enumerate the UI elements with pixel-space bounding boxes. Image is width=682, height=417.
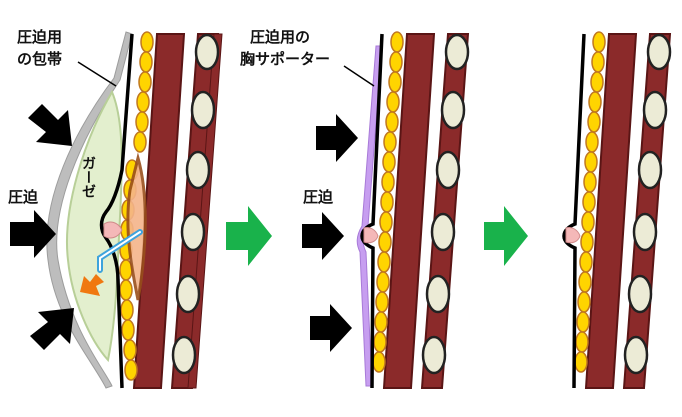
green-process-arrow-2 bbox=[484, 206, 528, 266]
skin-line bbox=[99, 33, 134, 389]
panel-bandage bbox=[10, 31, 223, 389]
muscle-band-3 bbox=[584, 33, 638, 389]
pressure-arrow-lower-2 bbox=[310, 304, 352, 352]
skin-line-3 bbox=[562, 33, 586, 389]
wound-dimple bbox=[103, 221, 123, 239]
skin-line-2 bbox=[360, 33, 384, 389]
pressure-arrow-upper bbox=[28, 104, 72, 146]
orange-flow-arrow bbox=[80, 274, 104, 296]
rib-bones-2 bbox=[421, 33, 470, 375]
pressure-label-left: 圧迫 bbox=[8, 188, 39, 206]
muscle-band-2 bbox=[382, 33, 436, 389]
green-process-arrow bbox=[226, 206, 272, 266]
wound-dimple-2 bbox=[363, 227, 379, 244]
bandage-label-line2: の包帯 bbox=[17, 50, 63, 68]
bandage-label-line1: 圧迫用 bbox=[17, 28, 63, 46]
pressure-arrow-middle bbox=[10, 210, 56, 258]
compression-bandage bbox=[46, 31, 133, 389]
panel-healed bbox=[562, 31, 672, 389]
rib-bones bbox=[171, 33, 220, 375]
panel-supporter bbox=[302, 31, 470, 389]
supporter-leader-line bbox=[343, 65, 375, 87]
wound-dimple-3 bbox=[565, 227, 581, 244]
supporter-label-line1: 圧迫用の bbox=[250, 28, 311, 46]
supporter-label-line2: 胸サポーター bbox=[240, 50, 331, 68]
fat-cells bbox=[119, 31, 154, 381]
rib-bones-3 bbox=[623, 33, 672, 375]
hematoma-cavity bbox=[126, 152, 147, 301]
pressure-arrow-upper-2 bbox=[316, 114, 358, 162]
gauze-pad bbox=[66, 89, 123, 363]
pressure-label-middle: 圧迫 bbox=[303, 188, 334, 206]
pressure-arrow-middle-2 bbox=[302, 212, 344, 260]
fat-cells-3 bbox=[574, 31, 606, 373]
gauze-label: ガーゼ bbox=[80, 156, 96, 198]
pressure-arrow-lower bbox=[30, 308, 74, 350]
fat-cells-2 bbox=[372, 31, 404, 373]
bandage-leader-line bbox=[77, 61, 117, 87]
